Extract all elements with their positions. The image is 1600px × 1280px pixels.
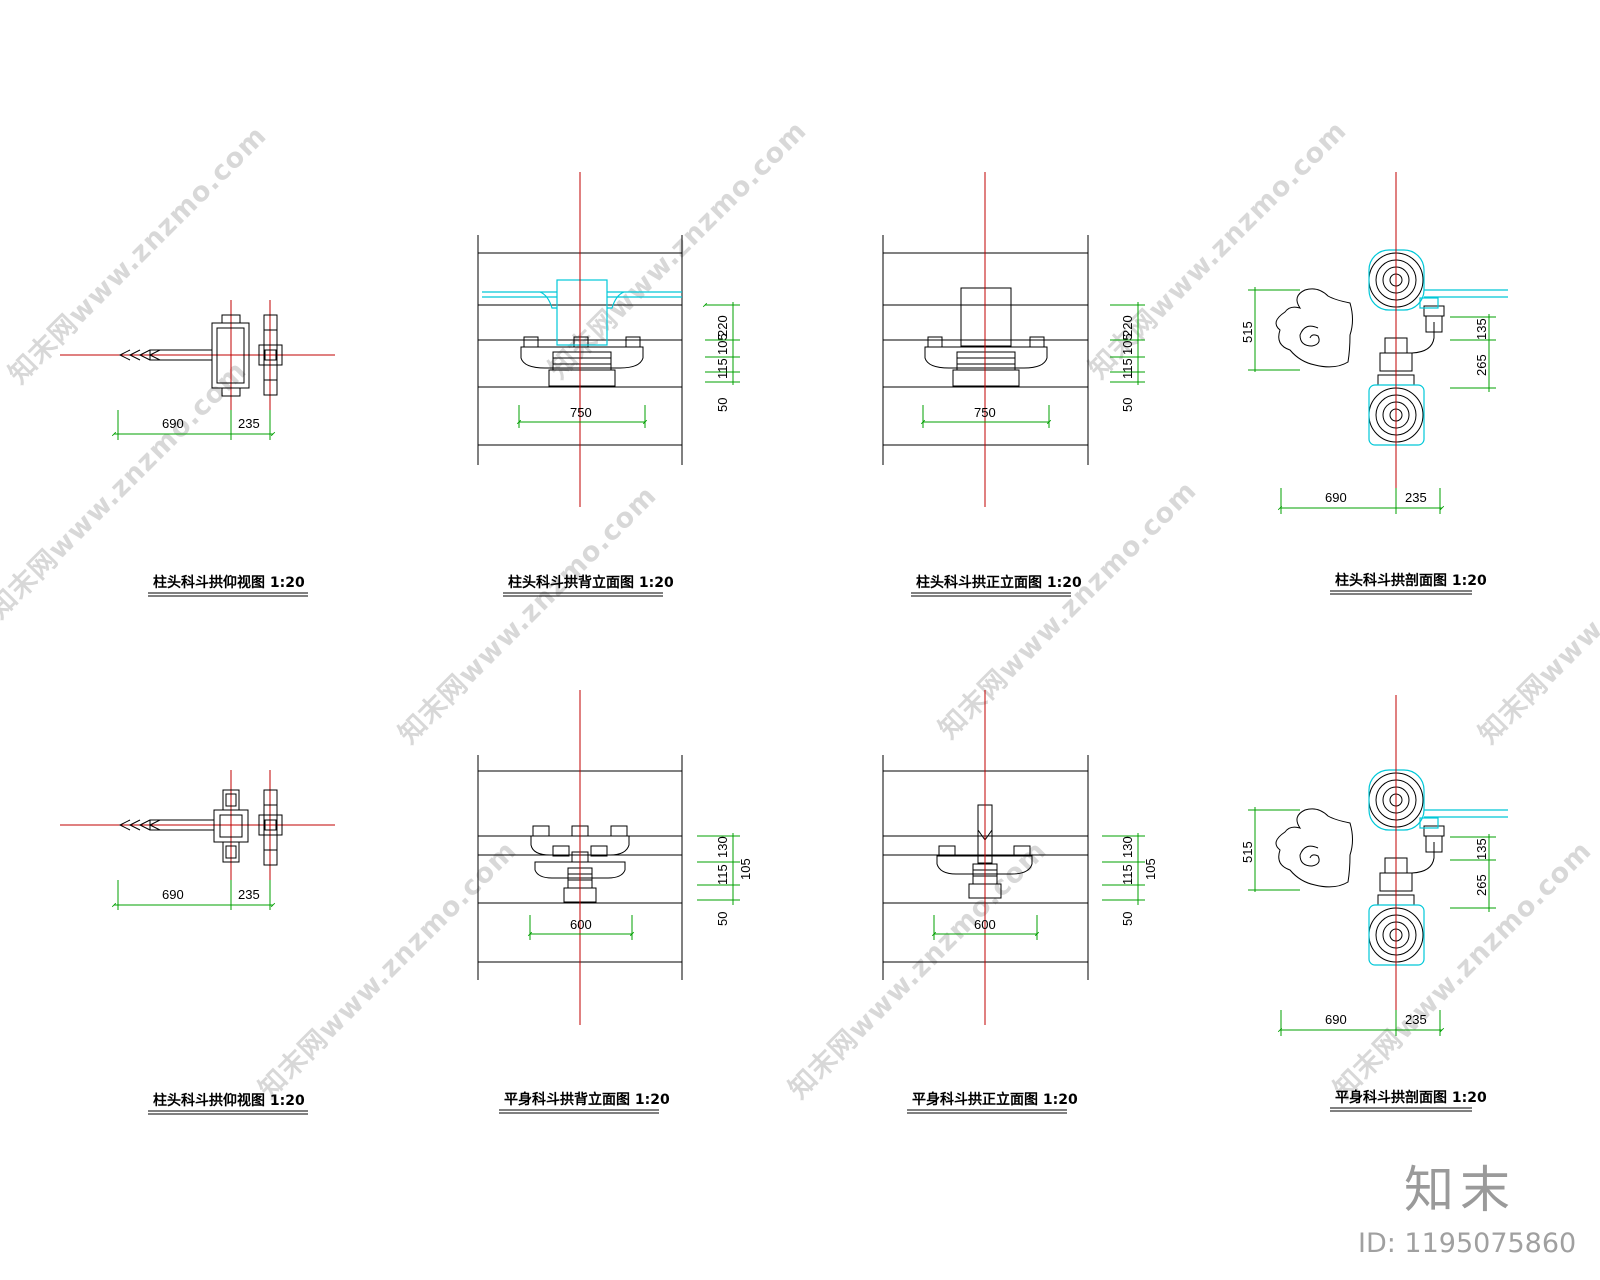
- dim-label: 690: [162, 887, 184, 902]
- watermark: 知末网www.znzmo.com: [393, 480, 663, 750]
- dim-label: 50: [1120, 912, 1135, 926]
- elevation-back-top: 750 220 105 115 50: [477, 172, 740, 507]
- dim-label: 105: [1120, 333, 1135, 355]
- dim-label: 220: [1120, 315, 1135, 337]
- dim-label: 750: [570, 405, 592, 420]
- image-id: ID: 1195075860: [1358, 1228, 1577, 1259]
- dim-label: 135: [1474, 838, 1489, 860]
- dim-label: 690: [1325, 490, 1347, 505]
- dim-label: 135: [1474, 318, 1489, 340]
- dim-label: 50: [1120, 398, 1135, 412]
- dim-label: 750: [974, 405, 996, 420]
- dim-label: 115: [1120, 864, 1135, 885]
- drawing-title: 柱头科斗拱仰视图 1:20: [153, 574, 305, 591]
- elevation-back-bottom: 600 130 115 50 105: [477, 690, 753, 1025]
- dim-label: 105: [1143, 858, 1158, 880]
- watermark: 知末网www.znzmo.com: [933, 475, 1203, 745]
- watermark: 知末网www.znzmo.com: [783, 835, 1053, 1105]
- watermark: 知末网www.znzmo.com: [1328, 835, 1598, 1105]
- dim-label: 130: [1120, 836, 1135, 858]
- drawing-title: 平身科斗拱剖面图 1:20: [1335, 1089, 1487, 1106]
- dim-label: 515: [1240, 321, 1255, 343]
- drawing-title: 平身科斗拱正立面图 1:20: [912, 1091, 1078, 1108]
- dim-label: 265: [1474, 354, 1489, 376]
- watermark: 知末网www.znzmo.com: [3, 120, 273, 390]
- elevation-front-bottom: 600 130 115 50 105: [882, 690, 1158, 1025]
- plan-view-top: 690 235: [60, 300, 335, 440]
- dim-label: 515: [1240, 841, 1255, 863]
- dim-label: 220: [715, 315, 730, 337]
- titles-row-1: 柱头科斗拱仰视图 1:20 柱头科斗拱背立面图 1:20 柱头科斗拱正立面图 1…: [148, 572, 1487, 597]
- drawing-title: 平身科斗拱背立面图 1:20: [504, 1091, 670, 1108]
- drawing-title: 柱头科斗拱背立面图 1:20: [508, 574, 674, 591]
- watermark: 知末网www.znzmo.com: [253, 835, 523, 1105]
- drawing-title: 柱头科斗拱剖面图 1:20: [1335, 572, 1487, 589]
- dim-label: 235: [1405, 490, 1427, 505]
- dim-label: 50: [715, 912, 730, 926]
- dim-label: 115: [715, 864, 730, 885]
- section-top: 515 135 265 690 235: [1240, 172, 1508, 514]
- dim-label: 235: [238, 887, 260, 902]
- dim-label: 105: [738, 858, 753, 880]
- dim-label: 115: [1120, 358, 1135, 379]
- brand-logo: 知末: [1404, 1161, 1516, 1219]
- section-bottom: 515 135 265 690 235: [1240, 695, 1508, 1036]
- dim-label: 265: [1474, 874, 1489, 896]
- watermarks: 知末网www.znzmo.com 知末网www.znzmo.com 知末网www…: [0, 115, 1600, 1105]
- drawing-title: 柱头科斗拱正立面图 1:20: [916, 574, 1082, 591]
- dim-label: 600: [974, 917, 996, 932]
- elevation-front-top: 750 220 105 115 50: [882, 172, 1145, 507]
- dim-label: 690: [1325, 1012, 1347, 1027]
- dim-label: 130: [715, 836, 730, 858]
- dim-label: 690: [162, 416, 184, 431]
- dim-label: 235: [1405, 1012, 1427, 1027]
- plan-view-bottom: 690 235: [60, 770, 335, 910]
- dim-label: 50: [715, 398, 730, 412]
- watermark: 知末网www.znzmo.com: [1473, 480, 1600, 750]
- dim-label: 600: [570, 917, 592, 932]
- drawing-title: 柱头科斗拱仰视图 1:20: [153, 1092, 305, 1109]
- dim-label: 105: [715, 333, 730, 355]
- dim-label: 235: [238, 416, 260, 431]
- titles-row-2: 柱头科斗拱仰视图 1:20 平身科斗拱背立面图 1:20 平身科斗拱正立面图 1…: [148, 1089, 1487, 1115]
- dim-label: 115: [715, 358, 730, 379]
